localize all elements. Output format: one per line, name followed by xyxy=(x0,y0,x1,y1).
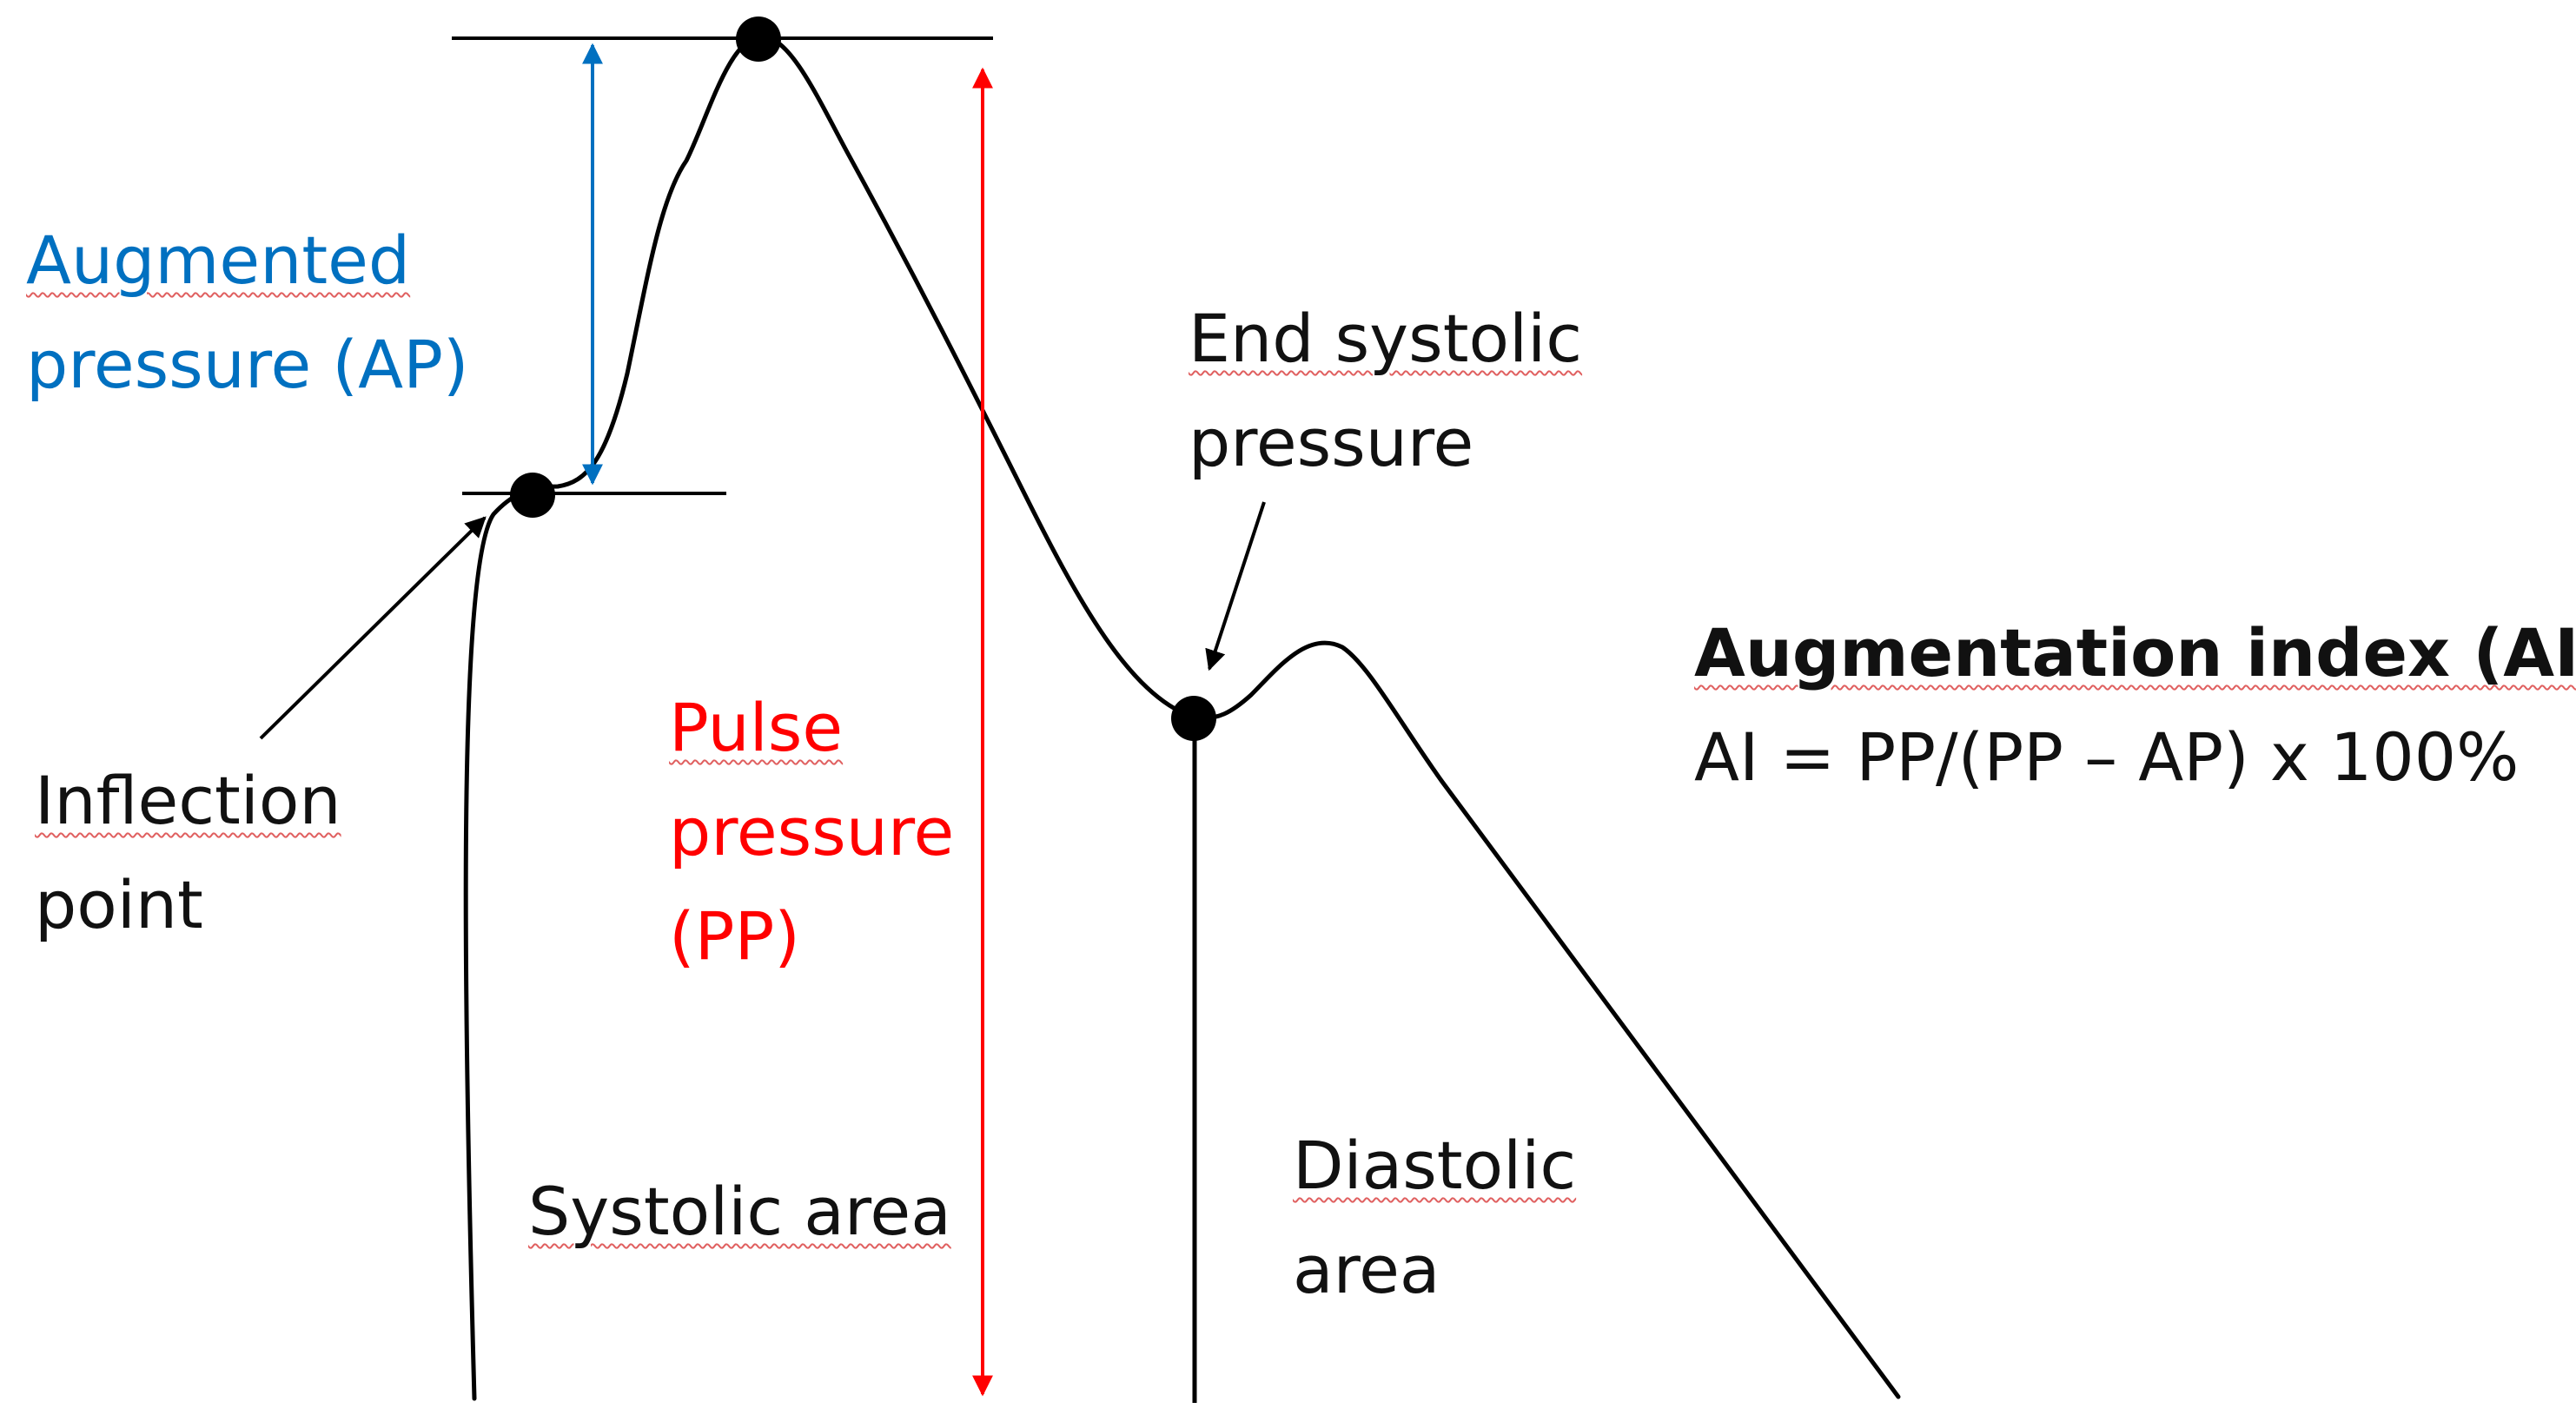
diastolic-area-label: Diastolic area xyxy=(1293,1127,1577,1308)
pulse-pressure-label: Pulse pressure (PP) xyxy=(669,689,955,975)
peak-point xyxy=(736,17,781,62)
augmentation-index-formula: Augmentation index (AI) AI = PP/(PP – AP… xyxy=(1694,601,2576,810)
end-systolic-pressure-label: End systolic pressure xyxy=(1189,300,1583,481)
formula-title: Augmentation index (AI) xyxy=(1694,614,2576,691)
systolic-area-label: Systolic area xyxy=(528,1173,951,1250)
end-systolic-point xyxy=(1171,696,1216,741)
inflection-point-label: Inflection point xyxy=(35,762,341,943)
end-systolic-arrow xyxy=(1205,501,1266,671)
formula-expression: AI = PP/(PP – AP) x 100% xyxy=(1694,718,2520,796)
inflection-point-dot xyxy=(510,473,555,518)
augmented-pressure-label: Augmented pressure (AP) xyxy=(26,222,469,403)
inflection-point-arrow xyxy=(259,516,487,740)
